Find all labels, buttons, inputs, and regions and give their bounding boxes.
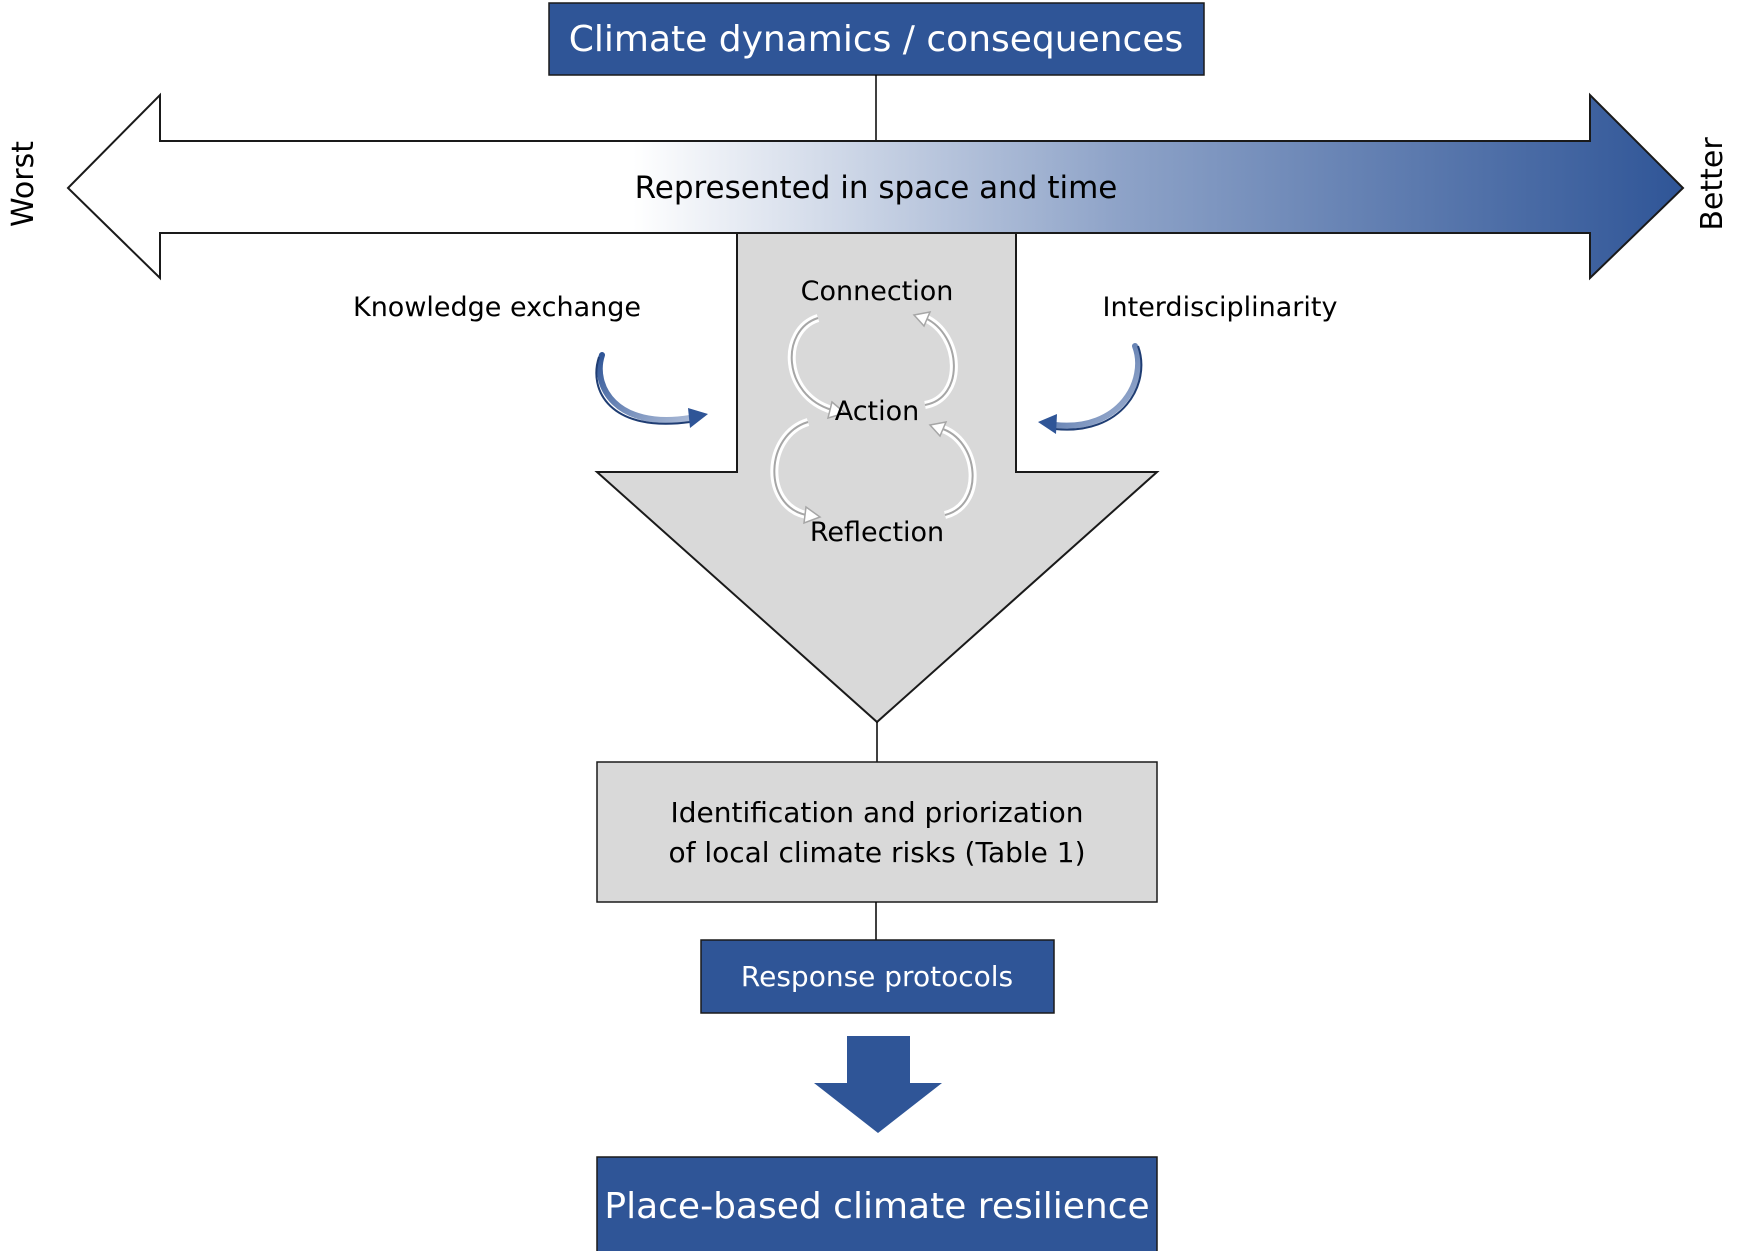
worst-label: Worst [6, 141, 41, 227]
identification-box: Identification and priorization of local… [596, 761, 1158, 903]
title-box: Climate dynamics / consequences [548, 2, 1205, 76]
cycle-reflection-label: Reflection [810, 517, 944, 548]
outcome-box: Place-based climate resilience [596, 1156, 1158, 1251]
identification-line-2: of local climate risks (Table 1) [668, 836, 1085, 869]
left-curved-arrow-icon [595, 352, 708, 428]
interdisciplinarity-label: Interdisciplinarity [1103, 292, 1338, 323]
space-time-axis-arrow: Represented in space and time [66, 92, 1685, 281]
right-curved-arrow-icon [1038, 343, 1143, 434]
axis-label: Represented in space and time [635, 170, 1118, 206]
cycle-arrows [770, 311, 977, 525]
cycle-action-label: Action [835, 396, 920, 427]
cycle-connection-label: Connection [801, 276, 954, 307]
response-protocols-box: Response protocols [700, 939, 1055, 1014]
response-protocols-text: Response protocols [741, 960, 1013, 993]
outcome-text: Place-based climate resilience [604, 1186, 1149, 1227]
better-label: Better [1695, 137, 1730, 231]
process-arrow [594, 232, 1160, 724]
knowledge-exchange-label: Knowledge exchange [353, 292, 641, 323]
down-arrow-icon [814, 1036, 942, 1133]
identification-line-1: Identification and priorization [670, 796, 1083, 829]
title-text: Climate dynamics / consequences [569, 19, 1184, 60]
